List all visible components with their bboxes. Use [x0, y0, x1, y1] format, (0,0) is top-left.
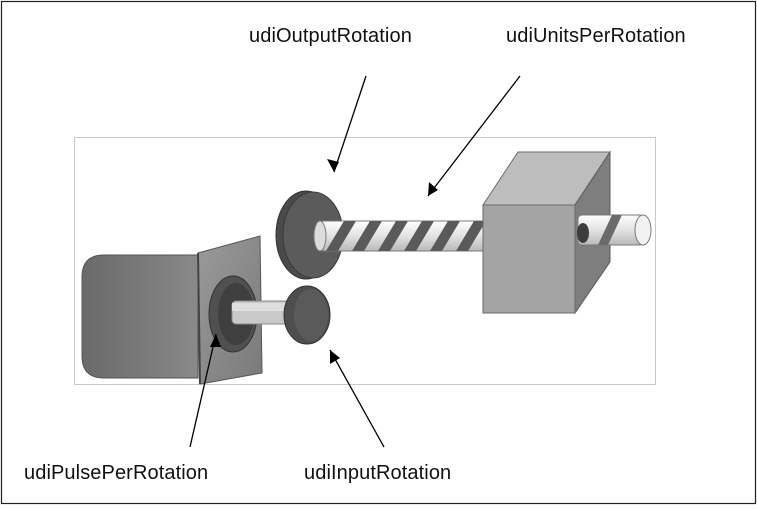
motor-shaft-highlight [232, 303, 292, 311]
screw-exit-shaft [577, 214, 652, 246]
arrow-pulse-per-rotation [189, 333, 217, 448]
arrowheads [210, 159, 438, 364]
arrow-units-per-rotation [427, 75, 521, 197]
label-units-per-rotation: udiUnitsPerRotation [506, 25, 686, 47]
block-bore [577, 223, 589, 243]
label-input-rotation: udiInputRotation [304, 462, 452, 484]
arrowhead-pulse [210, 334, 221, 347]
arrowhead-units [428, 182, 438, 196]
label-output-rotation: udiOutputRotation [249, 25, 412, 47]
motor-body [81, 254, 199, 379]
arrow-input-rotation [329, 349, 385, 448]
input-gear-face [294, 289, 328, 341]
lead-screw [313, 220, 489, 252]
label-pulse-per-rotation: udiPulsePerRotation [24, 462, 209, 484]
arrow-output-rotation [333, 75, 367, 173]
pointer-lines [189, 75, 521, 448]
encoder-plate-edge [197, 252, 201, 385]
arrowhead-input [330, 350, 340, 364]
arrowhead-output [327, 159, 339, 172]
